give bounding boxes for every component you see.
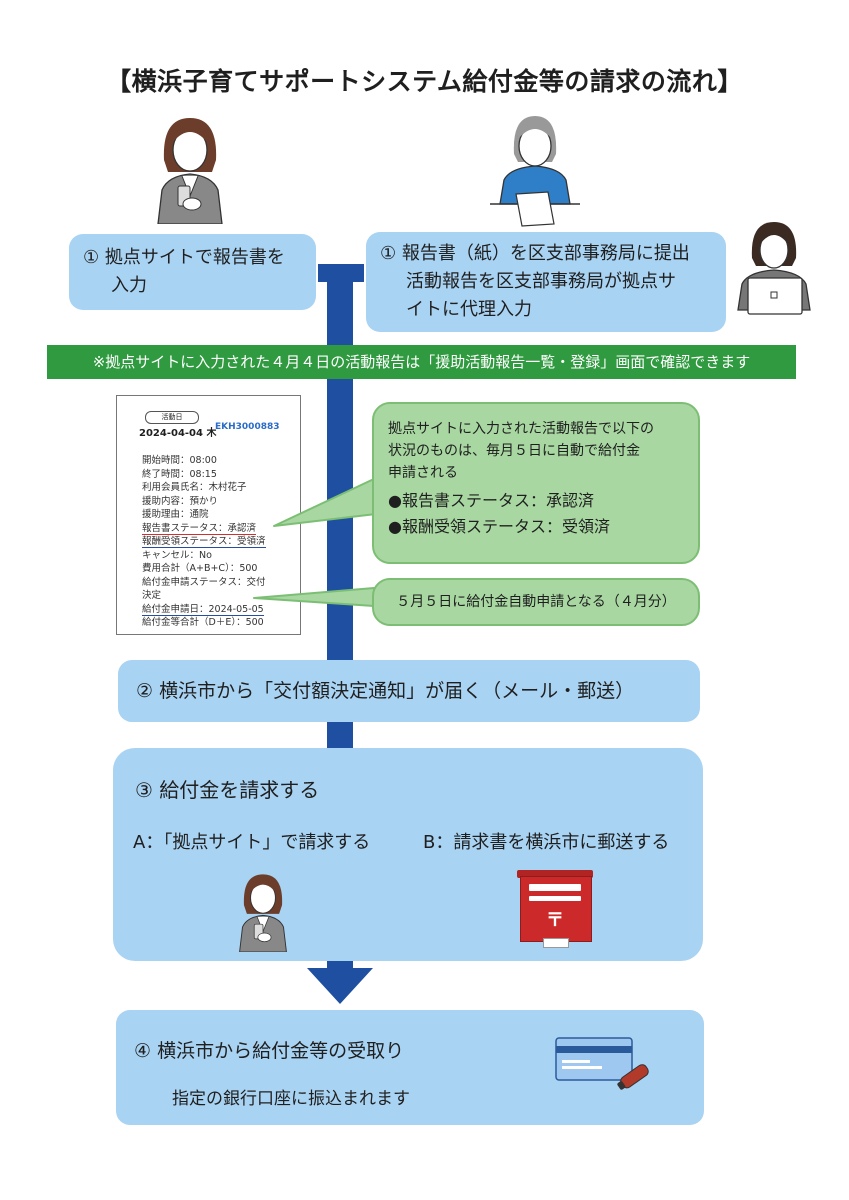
postbox-icon: 〒 [515,870,595,948]
staff-paper-icon [490,116,580,227]
step1-right-line3: イトに代理入力 [406,299,532,320]
step1-office-input-box: ① 報告書（紙）を区支部事務局に提出 活動報告を区支部事務局が拠点サ イトに代理… [366,232,726,332]
field-member-name: 利用会員氏名：木村花子 [142,482,247,493]
bubble2-tail [253,587,377,607]
step4-sub: 指定の銀行口座に振込まれます [172,1089,410,1109]
step3-title: ③ 給付金を請求する [135,778,320,802]
step1-left-line1: ① 拠点サイトで報告書を [83,247,285,268]
bubble1-line3: 申請される [388,465,458,481]
field-grant-date: 給付金申請日：2024-05-05 [142,603,264,616]
field-cancel: キャンセル：No [142,549,212,561]
step1-left-line2: 入力 [111,275,147,296]
step3-option-a: A：「拠点サイト」で請求する [133,832,371,853]
step4-title: ④ 横浜市から給付金等の受取り [134,1040,405,1062]
flow-branch [318,264,364,282]
step3-claim-box: ③ 給付金を請求する A：「拠点サイト」で請求する B：請求書を横浜市に郵送する… [113,748,703,961]
postbox-mark: 〒 [546,910,564,931]
step4-receipt-box: ④ 横浜市から給付金等の受取り 指定の銀行口座に振込まれます [116,1010,704,1125]
bubble2-text: ５月５日に給付金自動申請となる（４月分） [396,594,676,610]
field-cost-total: 費用合計（A+B+C）：500 [142,563,258,574]
activity-date-pill: 活動日 [145,411,199,424]
step1-right-line2: 活動報告を区支部事務局が拠点サ [406,271,676,292]
field-grant-total: 給付金等合計（D＋E）：500 [142,617,264,628]
field-end-time: 終了時間：08:15 [142,468,217,480]
bubble1-line1: 拠点サイトに入力された活動報告で以下の [388,421,654,437]
field-support-reason: 援助理由：通院 [142,509,209,520]
bubble1-bullet1: ●報告書ステータス：承認済 [388,491,594,510]
bubble1-line2: 状況のものは、毎月５日に自動で給付金 [388,443,640,459]
woman-phone-icon [157,118,223,224]
field-start-time: 開始時間：08:00 [142,455,217,466]
activity-date: 2024-04-04 木 [139,428,217,439]
woman-phone-small-icon [239,874,287,952]
activity-report-notice: ※拠点サイトに入力された４月４日の活動報告は「援助活動報告一覧・登録」画面で確認… [47,345,796,379]
step1-self-input-box: ① 拠点サイトで報告書を 入力 [69,234,316,310]
step2-text: ② 横浜市から「交付額決定通知」が届く（メール・郵送） [136,680,635,702]
field-support-content: 援助内容：預かり [142,495,219,507]
field-grant-status: 給付金申請ステータス：交付 [142,576,266,588]
bubble1-bullet2: ●報酬受領ステータス：受領済 [388,517,610,536]
field-payment-status: 報酬受領ステータス：受領済 [142,536,266,548]
auto-grant-condition-bubble: 拠点サイトに入力された活動報告で以下の 状況のものは、毎月５日に自動で給付金 申… [372,402,700,564]
bank-card-icon [555,1037,649,1090]
field-grant-status-cont: 決定 [142,590,162,601]
report-fields: 開始時間：08:00 終了時間：08:15 利用会員氏名：木村花子 援助内容：預… [142,454,266,630]
auto-grant-date-bubble: ５月５日に給付金自動申請となる（４月分） [372,578,700,626]
bubble1-tail [273,477,379,527]
page-title: 【横浜子育てサポートシステム給付金等の請求の流れ】 [106,67,743,96]
field-report-status: 報告書ステータス：承認済 [142,522,257,535]
step3-option-b: B：請求書を横浜市に郵送する [423,832,670,853]
flow-arrow-down-icon [307,968,373,1004]
report-sample-card: 活動日 2024-04-04 木 EKH3000883 開始時間：08:00 終… [116,395,301,635]
report-code: EKH3000883 [215,422,280,432]
staff-laptop-icon [737,222,811,315]
step1-right-line1: ① 報告書（紙）を区支部事務局に提出 [380,243,690,264]
step2-notification-box: ② 横浜市から「交付額決定通知」が届く（メール・郵送） [118,660,700,722]
